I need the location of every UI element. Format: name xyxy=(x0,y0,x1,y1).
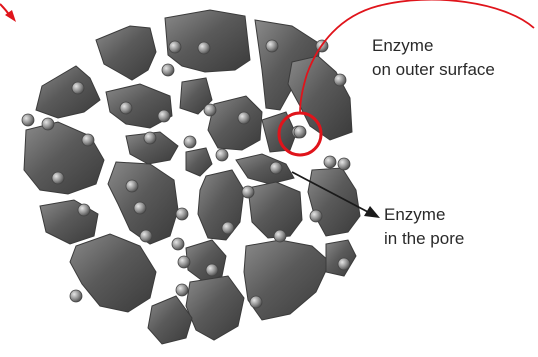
enzyme xyxy=(334,74,346,86)
enzyme xyxy=(198,42,210,54)
pore-label: Enzyme in the pore xyxy=(384,203,464,251)
enzyme xyxy=(216,149,228,161)
enzyme xyxy=(82,134,94,146)
enzyme xyxy=(158,110,170,122)
enzyme xyxy=(338,258,350,270)
enzyme xyxy=(70,290,82,302)
enzyme xyxy=(134,202,146,214)
enzyme xyxy=(178,256,190,268)
enzyme xyxy=(274,230,286,242)
enzyme xyxy=(42,118,54,130)
enzyme xyxy=(222,222,234,234)
outer-surface-label-line1: Enzyme xyxy=(372,34,495,58)
carrier-fragment xyxy=(326,240,356,276)
enzyme xyxy=(242,186,254,198)
outer-surface-label: Enzyme on outer surface xyxy=(372,34,495,82)
carrier-fragment xyxy=(198,170,244,240)
enzyme xyxy=(270,162,282,174)
enzyme xyxy=(120,102,132,114)
carrier-fragment xyxy=(96,26,156,80)
carrier-fragment xyxy=(186,240,226,282)
enzyme xyxy=(140,230,152,242)
enzyme xyxy=(184,136,196,148)
outer-surface-label-line2: on outer surface xyxy=(372,58,495,82)
enzyme xyxy=(72,82,84,94)
pore-label-line2: in the pore xyxy=(384,227,464,251)
enzyme xyxy=(266,40,278,52)
enzyme xyxy=(204,104,216,116)
enzyme xyxy=(22,114,34,126)
pore-label-line1: Enzyme xyxy=(384,203,464,227)
enzyme xyxy=(250,296,262,308)
carrier-fragment xyxy=(208,96,262,150)
enzyme xyxy=(169,41,181,53)
enzyme xyxy=(338,158,350,170)
enzyme xyxy=(126,180,138,192)
enzyme xyxy=(176,208,188,220)
carrier-fragment xyxy=(248,182,302,238)
carrier-fragment xyxy=(308,168,360,236)
enzyme xyxy=(144,132,156,144)
carrier-fragment xyxy=(186,276,244,340)
enzyme xyxy=(162,64,174,76)
enzyme xyxy=(78,204,90,216)
enzyme xyxy=(172,238,184,250)
carrier-fragment xyxy=(165,10,250,72)
enzyme xyxy=(206,264,218,276)
carrier-fragment xyxy=(36,66,100,118)
enzyme xyxy=(324,156,336,168)
carrier-fragment xyxy=(70,234,156,312)
top-left-red-arrow xyxy=(0,4,16,22)
enzyme-highlighted xyxy=(294,126,306,138)
enzyme xyxy=(310,210,322,222)
carrier-fragment xyxy=(24,122,104,194)
enzyme xyxy=(176,284,188,296)
carrier-fragment xyxy=(186,148,212,176)
carrier-fragment xyxy=(148,296,192,344)
enzyme xyxy=(52,172,64,184)
carrier-fragment xyxy=(236,154,294,184)
enzyme xyxy=(238,112,250,124)
